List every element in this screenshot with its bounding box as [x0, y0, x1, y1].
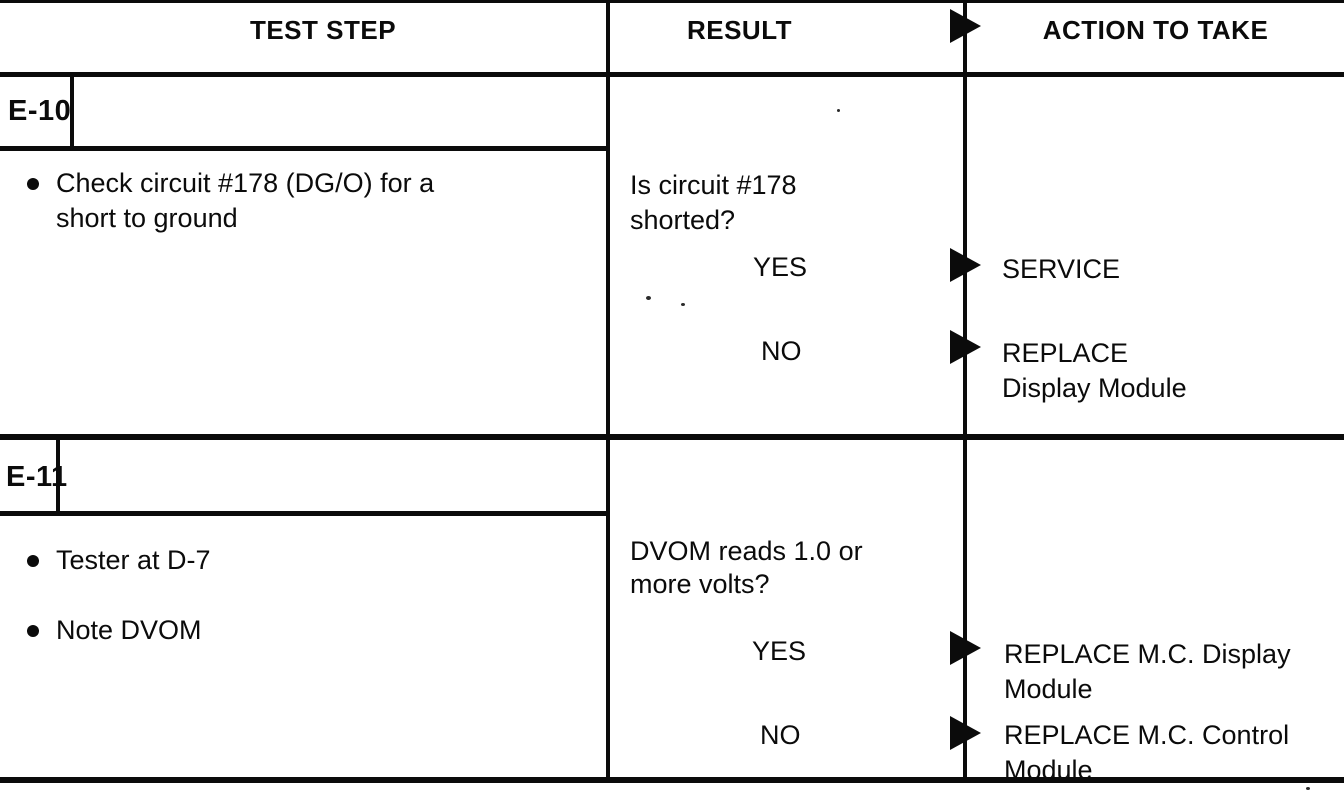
- table-top-border: [0, 0, 1344, 3]
- bullet-icon: [27, 555, 39, 567]
- header-arrow-icon: [950, 9, 981, 43]
- yes-label-e11: YES: [752, 636, 807, 666]
- test-step-line: Note DVOM: [56, 615, 202, 645]
- no-label-e11: NO: [760, 720, 801, 750]
- no-action-e10: REPLACE Display Module: [1002, 336, 1187, 406]
- no-action-e11: REPLACE M.C. Control Module: [1004, 718, 1289, 788]
- test-step-item-e11-1: Tester at D-7: [56, 543, 211, 578]
- test-step-line: short to ground: [56, 203, 238, 233]
- no-arrow-icon-e11: [950, 716, 981, 750]
- column-header-result: RESULT: [686, 15, 793, 45]
- header-bottom-border: [0, 72, 1344, 77]
- scan-artifact-dot: [646, 296, 651, 300]
- action-line: REPLACE M.C. Display: [1004, 639, 1291, 669]
- row-label-e11: E-11: [6, 461, 68, 493]
- action-line: REPLACE M.C. Control: [1004, 720, 1290, 750]
- test-step-item-e11-2: Note DVOM: [56, 613, 202, 648]
- action-line: Module: [1004, 674, 1093, 704]
- yes-label-e10: YES: [753, 252, 808, 282]
- no-arrow-icon-e10: [950, 330, 981, 364]
- bullet-icon: [27, 625, 39, 637]
- result-question-e10: Is circuit #178 shorted?: [630, 168, 797, 238]
- action-line: SERVICE: [1002, 254, 1121, 284]
- row-label-e10: E-10: [8, 95, 72, 127]
- e11-label-divider: [56, 434, 60, 516]
- column-divider-test-result: [606, 0, 610, 783]
- result-question-line: shorted?: [630, 205, 736, 235]
- scan-artifact-dot: [1306, 787, 1310, 790]
- yes-arrow-icon-e10: [950, 248, 981, 282]
- test-step-line: Check circuit #178 (DG/O) for a: [56, 168, 435, 198]
- no-label-e10: NO: [761, 336, 802, 366]
- action-line: Display Module: [1002, 373, 1187, 403]
- result-question-e11: DVOM reads 1.0 or more volts?: [630, 535, 863, 601]
- test-step-line: Tester at D-7: [56, 545, 211, 575]
- result-question-line: DVOM reads 1.0 or: [630, 536, 863, 566]
- yes-arrow-icon-e11: [950, 631, 981, 665]
- scan-artifact-dot: [681, 303, 685, 306]
- column-divider-result-action: [963, 0, 967, 783]
- section-divider-row: [0, 434, 1344, 440]
- yes-action-e11: REPLACE M.C. Display Module: [1004, 637, 1291, 707]
- result-question-line: Is circuit #178: [630, 170, 797, 200]
- action-line: REPLACE: [1002, 338, 1129, 368]
- e10-label-divider: [70, 72, 74, 151]
- test-step-item-e10: Check circuit #178 (DG/O) for a short to…: [56, 166, 434, 236]
- yes-action-e10: SERVICE: [1002, 252, 1120, 287]
- e11-subheader-bottom-border: [0, 511, 610, 516]
- bullet-icon: [27, 178, 39, 190]
- action-line: Module: [1004, 755, 1093, 785]
- result-question-line: more volts?: [630, 569, 770, 599]
- e10-subheader-bottom-border: [0, 146, 610, 151]
- column-header-action-to-take: ACTION TO TAKE: [1042, 15, 1269, 45]
- column-header-test-step: TEST STEP: [249, 15, 397, 45]
- table-bottom-border: [0, 777, 1344, 783]
- scan-artifact-dot: [837, 109, 840, 112]
